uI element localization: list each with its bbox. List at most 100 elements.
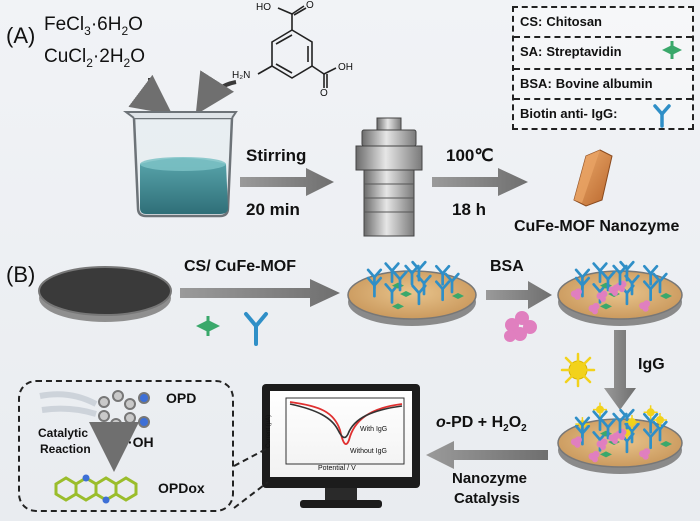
ligand-label-o-top: O <box>306 0 314 11</box>
bsa-icon <box>588 450 600 463</box>
antibody-icon <box>416 274 432 296</box>
ligand-label-h2n: H₂N <box>232 70 251 81</box>
plot-label-without: Without IgG <box>350 448 387 455</box>
streptavidin-icon <box>400 291 412 297</box>
legend-row-cs: CS:Chitosan <box>520 14 603 29</box>
catalytic-line1: Catalytic <box>38 426 89 440</box>
autoclave <box>355 117 423 237</box>
plot-ylabel: Current (μA) <box>266 414 272 448</box>
reagent-arrow <box>128 74 173 115</box>
antibody-field-2 <box>366 260 464 310</box>
reagent-cucl2: CuCl2·2H2O <box>44 46 146 70</box>
antibody-icon <box>600 270 616 292</box>
arrow-heating <box>432 168 528 196</box>
plot-xlabel: Potential / V <box>318 465 356 472</box>
ligand-label-ho: HO <box>256 2 271 13</box>
step-bsa-label: BSA <box>490 258 524 275</box>
step-modify-label: CS/ CuFe-MOF <box>184 258 296 275</box>
legend-icons <box>653 41 682 128</box>
step-heating-temp: 100℃ <box>446 146 494 165</box>
antibody-icon <box>384 262 400 283</box>
antibody-icon <box>592 262 608 283</box>
streptavidin-icon <box>660 293 672 299</box>
bsa-icon <box>570 436 582 448</box>
legend-antibody-icon <box>653 104 671 128</box>
streptavidin-icon <box>600 451 612 458</box>
antibody-field-3 <box>570 260 672 315</box>
legend-row-antibody: Biotin anti- IgG: <box>520 106 618 121</box>
step-heating-time: 18 h <box>452 200 487 219</box>
arrow-catalysis <box>426 441 548 469</box>
igg-icon <box>643 405 658 420</box>
sa-icon-free <box>196 316 220 336</box>
antibody-icon <box>642 280 659 302</box>
antibody-icon <box>612 412 628 434</box>
legend-row-sa: SA:Streptavidin <box>520 44 622 59</box>
electrode-modified <box>347 270 477 326</box>
arrow-igg <box>604 330 636 410</box>
ligand-arrow <box>195 70 237 115</box>
monitor-plot <box>285 397 405 465</box>
bare-electrode <box>38 266 172 322</box>
connector-line-bottom <box>233 481 269 509</box>
connector-line-top <box>233 447 269 467</box>
step-stirring-time: 20 min <box>246 200 300 219</box>
arrow-bsa <box>486 281 552 309</box>
curve-with-igg <box>289 403 403 439</box>
bsa-icon <box>588 302 600 315</box>
legend-row-bsa: BSA:Bovine albumin <box>520 76 653 91</box>
antibody-icon <box>592 410 608 431</box>
antibody-icon <box>574 268 591 290</box>
antibody-icon <box>574 416 591 438</box>
bsa-icon <box>608 432 620 444</box>
oh-label: ·OH <box>128 434 154 450</box>
mof-crystal <box>573 149 613 207</box>
step-stirring-label: Stirring <box>246 146 307 165</box>
step-catalysis-line1: Nanozyme <box>452 470 528 487</box>
igg-icon <box>653 413 667 427</box>
streptavidin-icon <box>660 441 672 447</box>
arrow-stirring <box>240 168 334 196</box>
igg-icon <box>593 402 607 417</box>
opdox-label: OPDox <box>158 480 205 496</box>
legend-box: CS:Chitosan SA:Streptavidin BSA:Bovine a… <box>512 6 694 130</box>
bsa-icon <box>608 284 620 296</box>
legend-sa-icon <box>662 41 682 59</box>
streptavidin-icon <box>452 293 464 299</box>
antibody-icon <box>652 272 668 294</box>
antibody-icon-free <box>244 312 268 346</box>
antibody-icon <box>434 280 451 302</box>
motion-streaks <box>39 391 98 417</box>
bsa-icon-free <box>504 311 537 342</box>
reaction-box <box>18 380 234 512</box>
step-catalysis-line2: Catalysis <box>454 490 520 507</box>
panel-a-tag: (A) <box>6 23 36 48</box>
step-igg-label: IgG <box>638 356 665 373</box>
step-substrate-label: o-PD + H2O2 <box>436 414 527 435</box>
antibody-icon <box>624 274 640 296</box>
igg-icon-free <box>560 352 596 388</box>
reagent-fecl3: FeCl3·6H2O <box>44 14 143 38</box>
bsa-icon <box>570 288 582 300</box>
antibody-icon <box>612 264 628 286</box>
antibody-icon <box>624 422 640 444</box>
antibody-icon <box>642 412 659 434</box>
antibody-icon <box>652 420 668 442</box>
plot-label-with: With IgG <box>360 426 388 433</box>
antibody-icon <box>642 428 659 450</box>
antibody-icon <box>434 264 451 286</box>
ligand-label-oh: OH <box>338 62 353 73</box>
antibody-icon <box>642 264 659 286</box>
ligand-structure <box>257 5 337 88</box>
igg-icon <box>625 415 639 429</box>
bsa-icon <box>596 290 608 302</box>
streptavidin-icon <box>600 303 612 310</box>
panel-b-tag: (B) <box>6 262 36 287</box>
bsa-icon <box>596 438 608 450</box>
antibody-field-4 <box>570 402 672 463</box>
antibody-icon <box>600 418 616 440</box>
arrow-modify <box>180 279 340 307</box>
antibody-icon <box>444 272 460 294</box>
ligand-label-o-bottom: O <box>320 88 328 99</box>
